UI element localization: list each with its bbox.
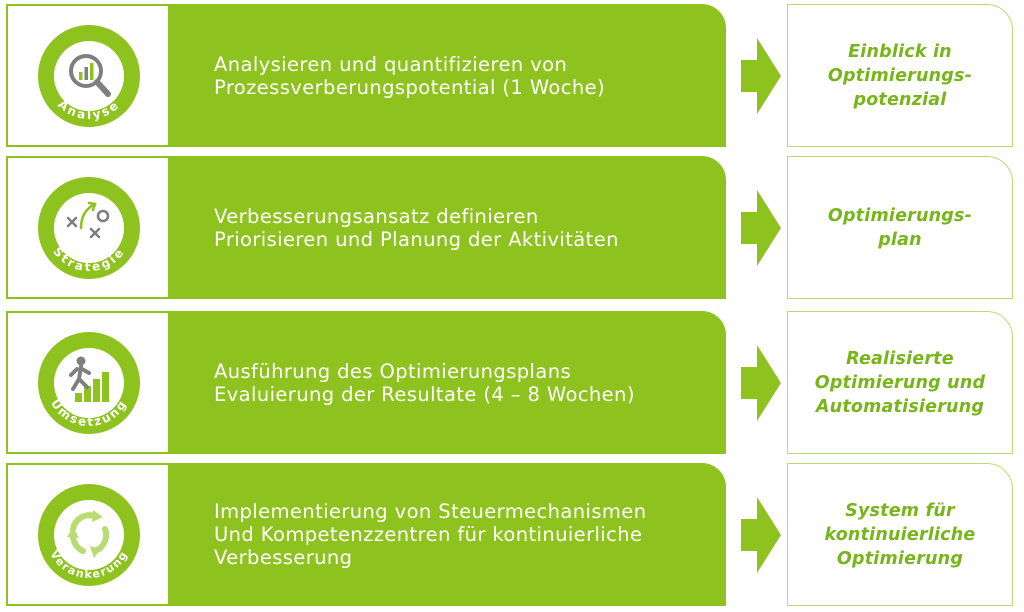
arrow-right-icon [741,497,781,573]
arrow-right-icon [741,38,781,114]
description-line: Ausführung des Optimierungsplans [214,359,572,383]
magnifier-chart-icon [69,53,111,97]
result-line: Optimierung und [814,372,986,393]
badge-box: Verankerung [6,463,170,606]
result-line: plan [878,229,922,250]
result-line: Einblick in [848,41,952,62]
result-line: kontinuierliche [824,524,976,545]
step-row-strategie: Strategie Verbesserungsansatz definieren… [0,156,1024,299]
person-climbing-stairs-icon [69,356,109,402]
step-result: Einblick in Optimierungs- potenzial [787,4,1013,147]
umsetzung-badge: Umsetzung [38,331,140,434]
arrow-right-icon [741,345,781,421]
step-row-verankerung: Verankerung Implementierung von Steuerme… [0,463,1024,606]
step-result: Realisierte Optimierung und Automatisier… [787,311,1013,454]
step-description: Implementierung von Steuermechanismen Un… [168,463,726,606]
strategie-badge: Strategie [38,176,140,279]
step-description: Ausführung des Optimierungsplans Evaluie… [168,311,726,454]
badge-box: Umsetzung [6,311,170,454]
result-line: potenzial [853,89,947,110]
description-line: Und Kompetenzzentren für kontinuierliche [214,523,643,546]
tactics-play-icon [66,201,110,238]
result-line: Automatisierung [815,396,985,417]
step-result: System für kontinuierliche Optimierung [787,463,1013,606]
verankerung-badge: Verankerung [38,483,140,586]
step-description: Verbesserungsansatz definieren Priorisie… [168,156,726,299]
arrow-right-icon [741,190,781,266]
step-description: Analysieren und quantifizieren von Proze… [168,4,726,147]
step-row-umsetzung: Umsetzung Ausführung des Optimierungspla… [0,311,1024,454]
description-line: Priorisieren und Planung der Aktivitäten [214,227,619,251]
result-line: Optimierungs- [827,65,973,86]
description-line: Implementierung von Steuermechanismen [214,500,647,523]
description-line: Verbesserung [214,546,353,569]
description-line: Evaluierung der Resultate (4 – 8 Wochen) [214,382,635,406]
analyse-badge: Analyse [38,24,140,127]
step-result: Optimierungs- plan [787,156,1013,299]
step-row-analyse: Analyse Analysieren und quantifizieren v… [0,4,1024,147]
result-line: Optimierung [836,548,964,569]
result-line: Realisierte [846,348,954,369]
result-line: System für [845,500,955,521]
description-line: Verbesserungsansatz definieren [214,204,539,228]
recycle-arrows-icon [67,509,110,558]
badge-box: Analyse [6,4,170,147]
badge-box: Strategie [6,156,170,299]
description-line: Prozessverberungspotential (1 Woche) [214,75,605,99]
result-line: Optimierungs- [827,205,973,226]
description-line: Analysieren und quantifizieren von [214,52,568,76]
